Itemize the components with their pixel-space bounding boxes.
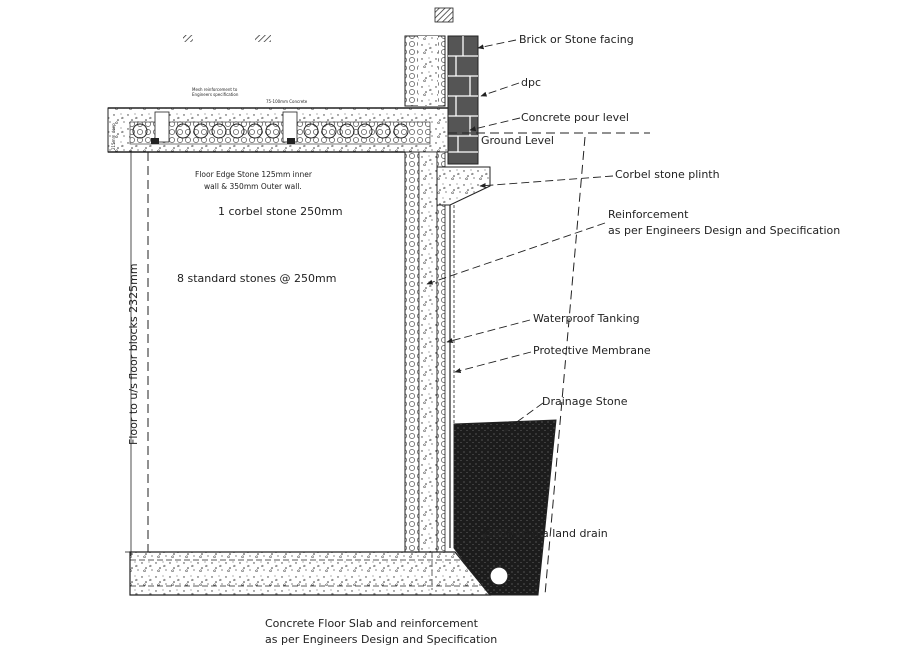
label-slab-1: Concrete Floor Slab and reinforcement <box>265 617 479 630</box>
wall-break-marks <box>183 7 454 42</box>
floor-slab <box>129 551 492 596</box>
land-drain-pipe <box>489 566 509 586</box>
label-floor-edge-1: Floor Edge Stone 125mm inner <box>195 170 313 179</box>
label-reinforcement: Reinforcement <box>608 208 689 221</box>
retaining-wall <box>404 151 455 553</box>
label-drainage: Drainage Stone <box>542 395 628 408</box>
label-ground-level: Ground Level <box>481 134 554 147</box>
label-corbel-count: 1 corbel stone 250mm <box>218 205 343 218</box>
label-slab-2: as per Engineers Design and Specificatio… <box>265 633 497 646</box>
label-mesh-2: Engineers specification <box>192 92 239 97</box>
suspended-floor <box>107 107 449 153</box>
label-floor-edge-2: wall & 350mm Outer wall. <box>204 182 302 191</box>
annotation-labels: Brick or Stone facing dpc Concrete pour … <box>111 33 840 646</box>
label-vertical-dim: Floor to u/s floor blocks 2325mm <box>127 263 140 445</box>
label-block-dim: 215mm deep <box>111 123 116 150</box>
vertical-dimension <box>107 108 137 556</box>
label-facing: Brick or Stone facing <box>519 33 634 46</box>
excavation-lines <box>147 132 650 596</box>
label-mesh-1: Mesh reinforcement to <box>192 87 238 92</box>
corbel-plinth <box>436 166 491 206</box>
label-reinforcement-spec: as per Engineers Design and Specificatio… <box>608 224 840 237</box>
label-corbel-plinth: Corbel stone plinth <box>615 168 720 181</box>
label-pour-level: Concrete pour level <box>521 111 629 124</box>
label-membrane: Protective Membrane <box>533 344 651 357</box>
drainage-stone <box>453 419 557 596</box>
label-dpc: dpc <box>521 76 541 89</box>
leader-lines <box>426 39 614 541</box>
label-tanking: Waterproof Tanking <box>533 312 640 325</box>
label-topping: 75-100mm Concrete <box>266 99 308 104</box>
brick-facing <box>447 35 479 165</box>
label-land-drain: 100mm dia land drain <box>486 527 608 540</box>
label-standard-stones: 8 standard stones @ 250mm <box>177 272 336 285</box>
